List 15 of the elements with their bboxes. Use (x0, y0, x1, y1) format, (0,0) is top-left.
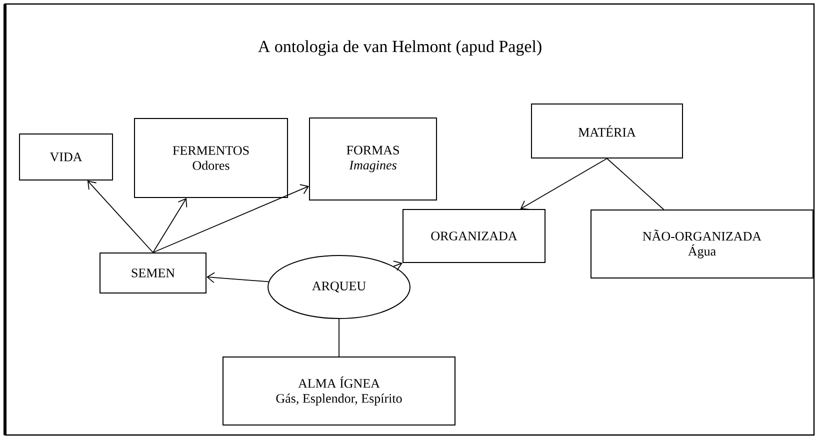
arrow (87, 180, 154, 253)
concept-box: MATÉRIA (531, 104, 683, 158)
arrow (152, 198, 188, 253)
concept-box: ALMA ÍGNEA Gás, Esplendor, Espírito (222, 356, 456, 426)
arrow (393, 260, 402, 271)
concept-box: FORMAS Imagines (309, 118, 437, 200)
title: A ontologia de van Helmont (apud Pagel) (258, 40, 542, 56)
concept-box: VIDA (19, 134, 113, 180)
arrow (152, 184, 309, 253)
concept-box: FERMENTOS Odores (134, 118, 288, 198)
arrow (206, 272, 269, 284)
concept-box: NÃO-ORGANIZADA Água (590, 210, 814, 278)
arrow (520, 158, 608, 210)
concept-box: ORGANIZADA (402, 209, 546, 263)
concept-box: SEMEN (100, 252, 206, 294)
